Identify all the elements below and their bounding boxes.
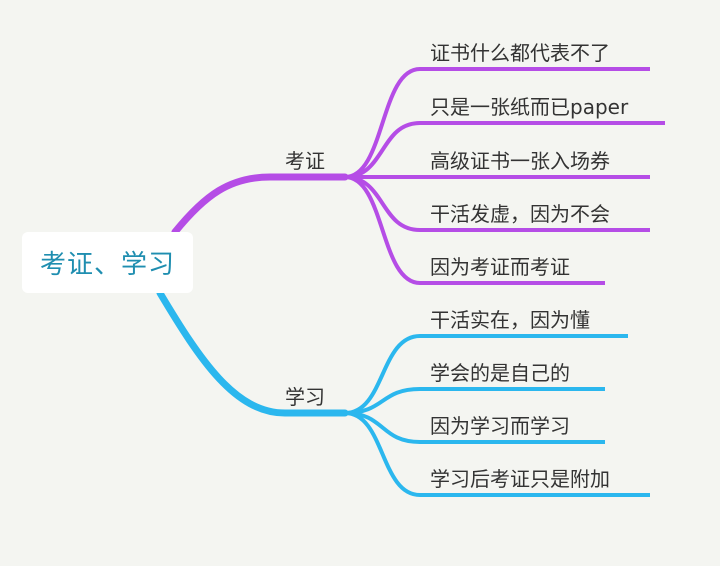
branch-node-exam[interactable]: 考证 — [285, 149, 325, 173]
leaf-node[interactable]: 学会的是自己的 — [430, 361, 570, 385]
leaf-connector — [344, 411, 650, 497]
root-to-branch-connector — [171, 173, 349, 236]
leaf-node[interactable]: 干活实在，因为懂 — [430, 308, 590, 332]
leaf-node[interactable]: 高级证书一张入场券 — [430, 149, 610, 173]
root-node-label: 考证、学习 — [39, 250, 175, 280]
leaf-connector — [344, 334, 628, 415]
leaf-connector — [344, 121, 665, 179]
leaf-connector — [344, 175, 605, 285]
leaf-node[interactable]: 学习后考证只是附加 — [430, 467, 610, 491]
leaf-connector — [344, 387, 605, 415]
root-to-branch-connector — [156, 289, 349, 417]
leaf-node[interactable]: 证书什么都代表不了 — [430, 41, 610, 65]
leaf-connector — [344, 67, 650, 179]
leaf-node[interactable]: 因为考证而考证 — [430, 255, 570, 279]
leaf-node[interactable]: 因为学习而学习 — [430, 414, 570, 438]
leaf-node[interactable]: 干活发虚，因为不会 — [430, 202, 610, 226]
leaf-node[interactable]: 只是一张纸而已paper — [430, 95, 629, 119]
root-node[interactable]: 考证、学习 — [22, 232, 193, 293]
branch-node-study[interactable]: 学习 — [285, 385, 325, 409]
